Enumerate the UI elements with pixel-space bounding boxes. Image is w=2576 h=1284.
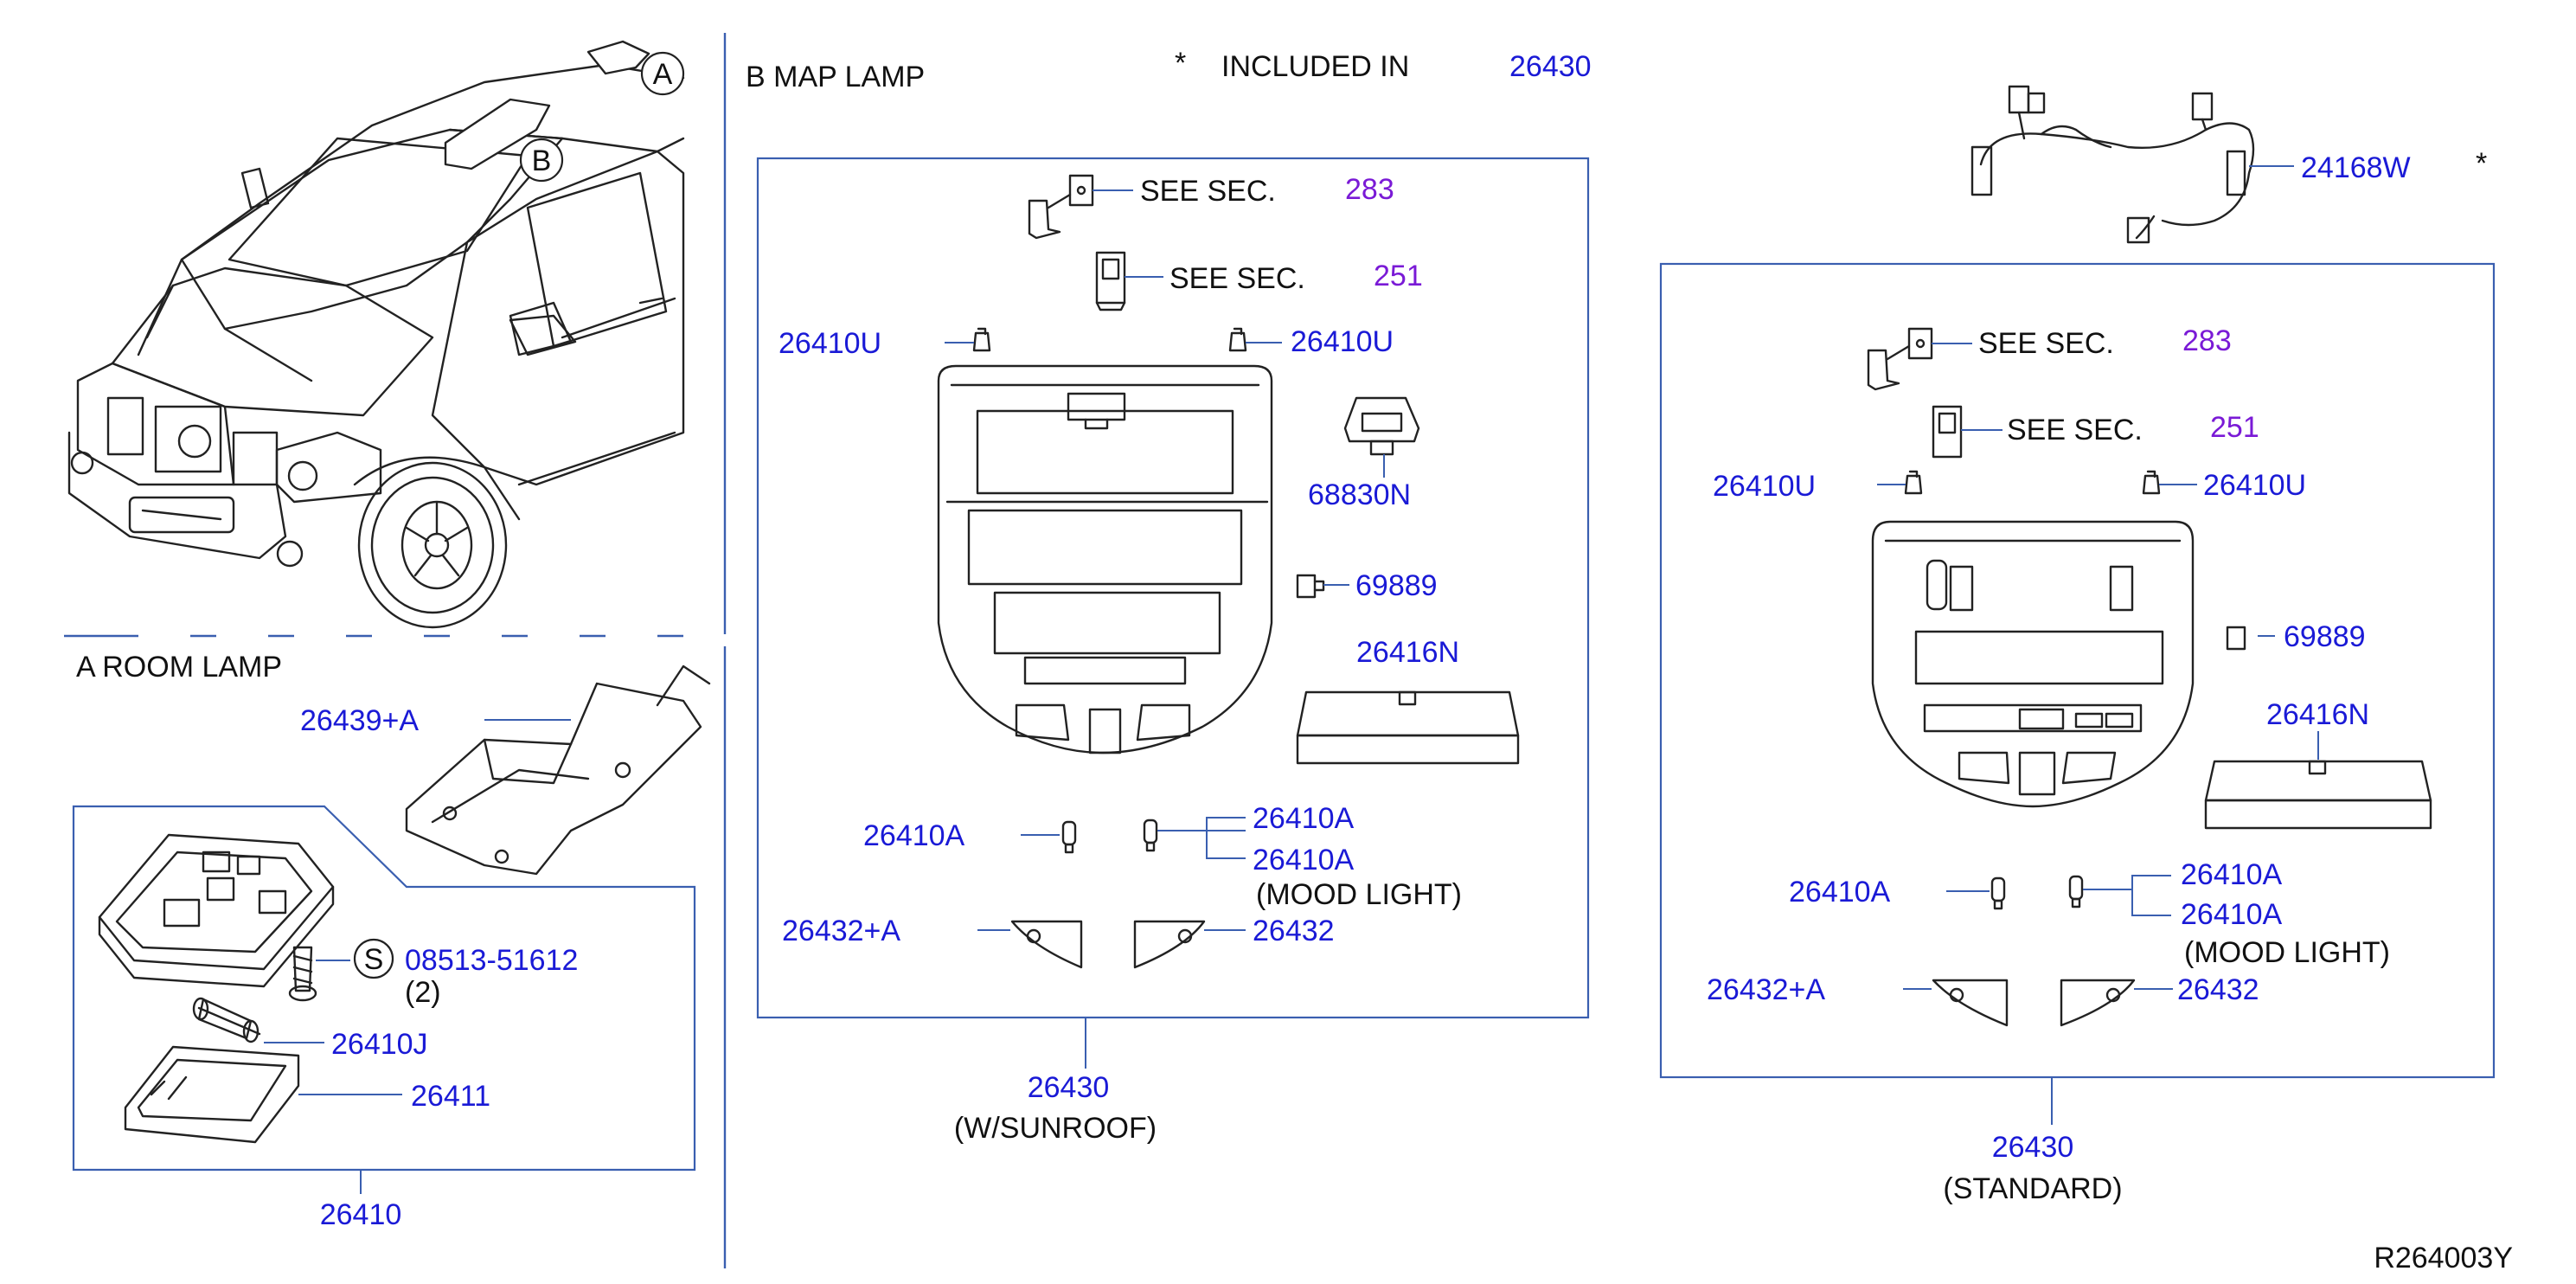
- harness-part-number: 24168W: [2301, 151, 2411, 184]
- sec-251-switch-icon: [1095, 251, 1126, 311]
- see-sec-251-standard: SEE SEC.: [2007, 414, 2143, 446]
- screw-icon: [288, 946, 317, 1002]
- cover-icon-standard-right: [2060, 979, 2136, 1027]
- cover-right-part-number-sunroof: 26432: [1253, 915, 1335, 947]
- callout-a: A: [653, 58, 673, 91]
- lens-part-number-sunroof: 26416N: [1356, 636, 1459, 669]
- lens-part-number-standard: 26416N: [2266, 698, 2369, 731]
- mood-light-label-sunroof: (MOOD LIGHT): [1256, 878, 1462, 911]
- bulb-right-top-part-number-standard: 26410A: [2181, 858, 2283, 891]
- bulb-icon-sunroof-right: [1143, 819, 1158, 852]
- sunroof-variant-label: (W/SUNROOF): [954, 1112, 1157, 1145]
- bulb-right-bottom-part-number-standard: 26410A: [2181, 898, 2283, 931]
- cover-left-part-number-sunroof: 26432+A: [782, 915, 900, 947]
- harness-star: *: [2476, 147, 2487, 180]
- callout-b: B: [532, 144, 552, 177]
- see-sec-283-standard: SEE SEC.: [1978, 327, 2114, 360]
- cover-right-part-number-standard: 26432: [2177, 973, 2259, 1006]
- clip-icon-standard-left: [1904, 470, 1923, 495]
- holder-part-number-standard: 69889: [2284, 620, 2366, 653]
- cover-icon-sunroof-left: [1010, 920, 1083, 969]
- clip-right-part-number-standard: 26410U: [2203, 469, 2306, 502]
- sec-283-connector-icon: [1028, 174, 1094, 240]
- holder-part-number-sunroof: 69889: [1355, 569, 1438, 602]
- lens-part-number: 26411: [411, 1080, 490, 1113]
- bulb-right-bottom-part-number-sunroof: 26410A: [1253, 844, 1355, 876]
- clip-left-part-number-standard: 26410U: [1713, 470, 1816, 503]
- sunroof-assembly-box: [756, 157, 1590, 1019]
- sec-251-switch-icon-standard: [1932, 405, 1963, 459]
- sec-251-sunroof: 251: [1374, 260, 1423, 292]
- room-lamp-bracket: [405, 664, 711, 876]
- bulb-left-part-number-standard: 26410A: [1789, 876, 1891, 908]
- callout-s-circle: [353, 938, 394, 979]
- standard-assembly-number: 26430: [1992, 1131, 2074, 1164]
- sec-283-connector-icon-standard: [1867, 327, 1933, 391]
- callout-a-circle: [640, 51, 685, 96]
- clip-icon-right: [1228, 327, 1247, 352]
- leader-bulb-right-standard: [2083, 875, 2171, 916]
- room-lamp-lens: [124, 1045, 300, 1144]
- bulb-left-part-number-sunroof: 26410A: [863, 819, 965, 852]
- screw-part-number: 08513-51612: [405, 944, 578, 977]
- legend-star: *: [1175, 47, 1186, 80]
- wire-harness: [1970, 85, 2255, 244]
- bulb-icon-sunroof-left: [1061, 820, 1077, 854]
- see-sec-251-sunroof: SEE SEC.: [1169, 262, 1305, 295]
- legend-part: 26430: [1509, 50, 1592, 83]
- sunroof-map-lens: [1296, 690, 1520, 765]
- bulb-right-top-part-number-sunroof: 26410A: [1253, 802, 1355, 835]
- cover-left-part-number-standard: 26432+A: [1707, 973, 1825, 1006]
- bracket-part-number: 26439+A: [300, 704, 419, 737]
- standard-assembly-box: [1659, 262, 2496, 1079]
- clip-right-part-number: 26410U: [1291, 325, 1394, 358]
- section-b-title: B MAP LAMP: [746, 61, 925, 93]
- holder-icon-standard: [2226, 626, 2246, 651]
- section-a-title: A ROOM LAMP: [76, 651, 282, 684]
- room-lamp-assembly-box: [72, 805, 696, 1172]
- bulb-part-number: 26410J: [331, 1028, 428, 1061]
- mood-light-label-standard: (MOOD LIGHT): [2184, 936, 2390, 969]
- vehicle-illustration: [67, 40, 685, 629]
- screw-quantity: (2): [405, 976, 441, 1009]
- clip-left-part-number: 26410U: [779, 327, 881, 360]
- callout-b-circle: [519, 138, 564, 183]
- bulb-icon-standard-right: [2068, 875, 2084, 908]
- sec-283-sunroof: 283: [1345, 173, 1394, 206]
- room-lamp-assembly-number: 26410: [320, 1198, 402, 1231]
- sunroof-assembly-number: 26430: [1028, 1071, 1110, 1104]
- callout-s: S: [364, 943, 384, 976]
- clip-icon-standard-right: [2142, 470, 2161, 495]
- cover-icon-standard-left: [1932, 979, 2009, 1027]
- sec-283-standard: 283: [2182, 324, 2232, 357]
- leader-bulb-right-sunroof: [1157, 817, 1246, 859]
- standard-variant-label: (STANDARD): [1943, 1172, 2122, 1205]
- holder-icon-sunroof: [1296, 574, 1325, 599]
- see-sec-283-sunroof: SEE SEC.: [1140, 175, 1276, 208]
- standard-console-housing: [1871, 520, 2195, 808]
- cover-icon-sunroof-right: [1133, 920, 1206, 969]
- clip-icon-left: [972, 327, 991, 352]
- sunroof-switch-icon: [1343, 396, 1420, 456]
- bulb-icon-standard-left: [1990, 876, 2006, 910]
- room-lamp-bulb: [192, 997, 261, 1043]
- sunroof-console-housing: [937, 364, 1273, 754]
- reference-code: R264003Y: [2374, 1242, 2513, 1274]
- room-lamp-housing: [98, 833, 335, 988]
- legend-text: INCLUDED IN: [1221, 50, 1409, 83]
- standard-map-lens: [2204, 760, 2432, 830]
- switch-part-number: 68830N: [1308, 478, 1411, 511]
- sec-251-standard: 251: [2210, 411, 2259, 444]
